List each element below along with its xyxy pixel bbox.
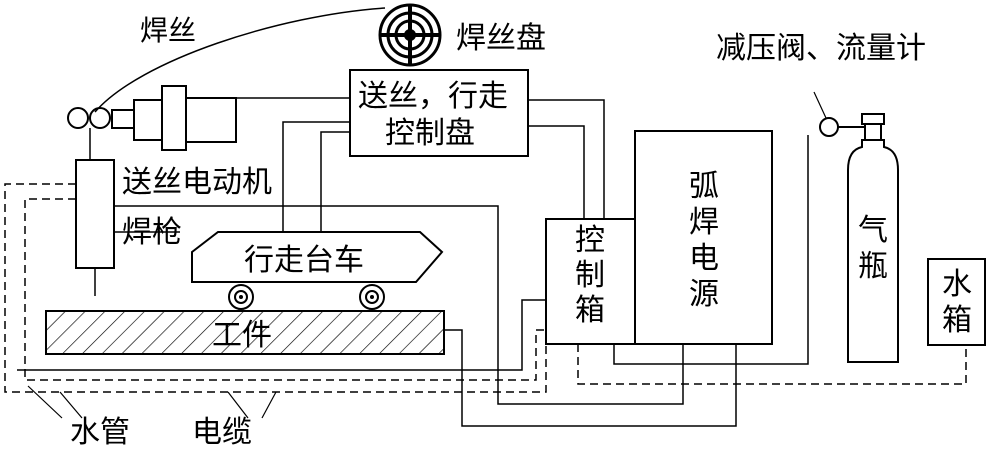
wire-feed-motor [111, 85, 237, 151]
panel-label-line2: 控制盘 [385, 116, 475, 151]
workpiece-cable [444, 329, 737, 427]
water-pipe-label: 水管 [70, 415, 130, 447]
wire-feed-travel-panel [349, 69, 529, 157]
carriage-panel-line-right [320, 131, 350, 232]
panel-controlbox-line-2 [528, 125, 585, 219]
power-source-label-1: 弧 [689, 169, 719, 204]
water-tank [927, 258, 986, 346]
carriage-wheel-left-icon [228, 284, 254, 310]
gas-line [613, 135, 809, 365]
panel-label-line1: 送丝，行走 [358, 79, 508, 114]
carriage-label: 行走台车 [244, 243, 364, 278]
carriage-wheel-right-icon [359, 284, 385, 310]
feed-roller-right-icon [89, 107, 111, 129]
wire-feed-motor-label: 送丝电动机 [122, 165, 272, 200]
welding-torch [75, 159, 115, 269]
water-pipe-loop [4, 183, 547, 393]
feed-roller-left-icon [67, 107, 89, 129]
control-box-label-2: 制 [575, 258, 605, 293]
cable-label: 电缆 [192, 415, 252, 447]
workpiece-return-cable [17, 299, 546, 371]
workpiece [45, 310, 445, 355]
gas-cylinder-label-1: 气 [858, 213, 888, 248]
water-tank-label-2: 箱 [942, 303, 972, 338]
wire-label: 焊丝 [140, 14, 196, 47]
reducer-flowmeter-label: 减压阀、流量计 [716, 31, 926, 66]
power-source-label-4: 源 [689, 277, 719, 312]
workpiece-label: 工件 [212, 318, 272, 353]
water-pipe-leader-1 [27, 385, 63, 419]
welding-wire [94, 7, 386, 113]
travel-carriage [191, 231, 444, 283]
water-tank-label-1: 水 [942, 267, 972, 302]
reducer-leader [813, 91, 827, 119]
gas-cylinder [847, 113, 899, 363]
water-pipe-leader-2 [59, 391, 83, 419]
power-source-label-2: 焊 [689, 205, 719, 240]
torch-cable [114, 205, 684, 405]
water-pipe-inner [24, 198, 546, 381]
wire-spool-label: 焊丝盘 [456, 21, 546, 56]
torch-label: 焊枪 [122, 215, 182, 250]
control-box-label-1: 控 [575, 223, 605, 258]
water-pipe-tank [577, 344, 967, 385]
wire-spool-icon [378, 3, 442, 67]
arc-power-source [634, 130, 773, 345]
cable-leader-1 [227, 391, 249, 419]
cable-leader-2 [261, 391, 277, 419]
gas-cylinder-label-2: 瓶 [858, 249, 888, 284]
panel-controlbox-line-1 [528, 99, 605, 219]
reducer-flowmeter-icon [819, 117, 839, 137]
control-box-label-3: 箱 [575, 293, 605, 328]
power-source-label-3: 电 [689, 241, 719, 276]
carriage-panel-line-left [282, 121, 350, 232]
